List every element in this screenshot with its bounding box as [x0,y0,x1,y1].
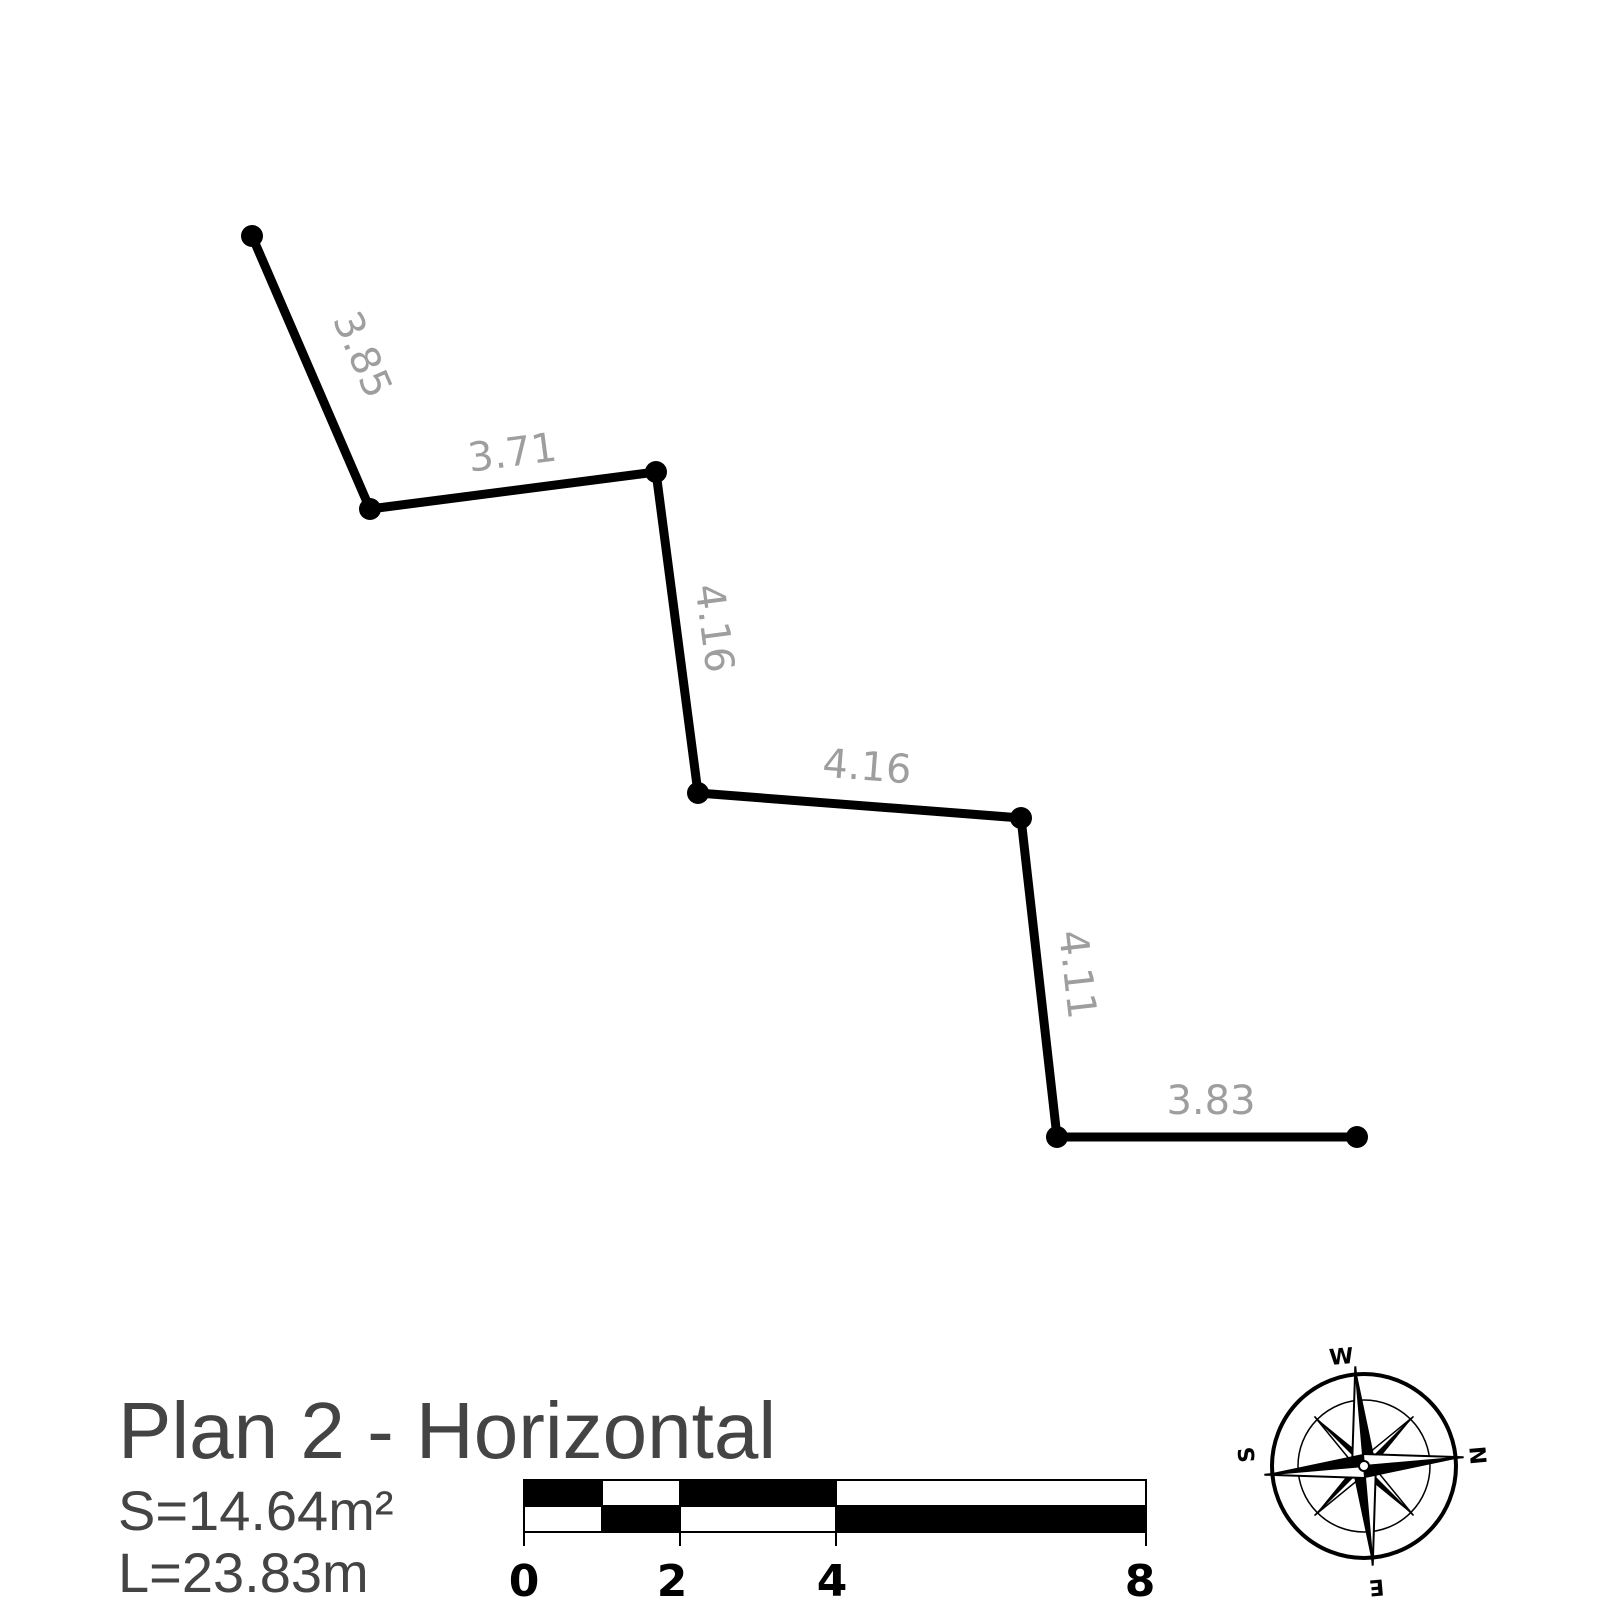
compass-top-letter: W [1328,1344,1354,1371]
scale-bar: 0 2 4 8 [509,1479,1156,1600]
polyline [247,231,1362,1142]
length-value: L=23.83m [118,1541,369,1600]
segment-5 [1016,813,1062,1142]
segment-1-length: 3.85 [323,305,401,405]
plan-title: Plan 2 - Horizontal [118,1386,776,1475]
vertices [241,225,1368,1148]
segment-4-length: 4.16 [821,741,913,794]
scale-tick-0: 0 [509,1556,540,1600]
vertex-2 [359,498,381,520]
scale-tick-8: 8 [1125,1556,1156,1600]
scale-tick-2: 2 [657,1556,688,1600]
compass-left-letter: S [1234,1446,1260,1464]
vertex-7 [1346,1126,1368,1148]
segment-3 [651,467,703,798]
area-value: S=14.64m² [118,1479,394,1542]
segment-4 [693,788,1026,823]
compass-bottom-letter: E [1368,1573,1385,1599]
segment-1 [247,231,375,514]
compass-rose-icon: W N E S [1234,1344,1489,1600]
segment-3-length: 4.16 [685,581,742,675]
segment-5-length: 4.11 [1049,928,1105,1022]
compass-right-letter: N [1463,1445,1490,1466]
vertex-5 [1010,807,1032,829]
vertex-4 [687,782,709,804]
vertex-3 [645,461,667,483]
segment-6-length: 3.83 [1166,1078,1255,1124]
segment-2-length: 3.71 [465,425,559,482]
segment-2 [365,467,661,514]
segment-labels: 3.85 3.71 4.16 4.16 4.11 3.83 [323,305,1255,1124]
vertex-1 [241,225,263,247]
scale-tick-4: 4 [817,1556,848,1600]
vertex-6 [1046,1126,1068,1148]
